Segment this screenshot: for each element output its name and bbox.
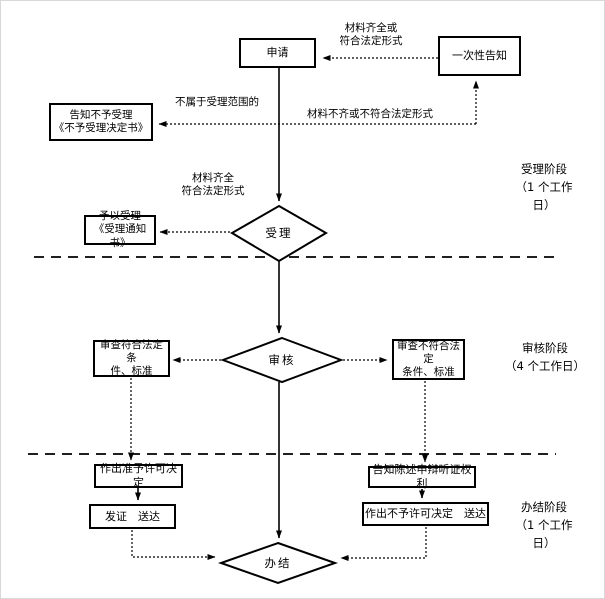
- materials-complete-mid-label: 材料齐全 符合法定形式: [181, 172, 245, 198]
- stage-label-complete: 办结阶段 （1 个工作 日）: [515, 500, 573, 550]
- apply-label: 申请: [266, 46, 289, 60]
- reject-notice-label: 告知不予受理 《不予受理决定书》: [53, 108, 149, 134]
- edge-deny-to-complete: [340, 527, 427, 561]
- grant-decision-label: 作出准予许可决定: [100, 462, 177, 489]
- review-fail-label: 审查不符合法定 条件、标准: [397, 339, 460, 379]
- accept-diamond: [230, 204, 328, 263]
- accept-notice-label: 予以受理 《受理通知书》: [93, 210, 147, 249]
- review-fail-box: 审查不符合法定 条件、标准: [392, 339, 465, 380]
- materials-complete-top-label: 材料齐全或 符合法定形式: [339, 22, 403, 48]
- materials-incomplete-label: 材料不齐或不符合法定形式: [307, 108, 433, 120]
- grant-decision-box: 作出准予许可决定: [94, 462, 183, 489]
- stage-label-accept: 受理阶段 （1 个工作 日）: [515, 162, 573, 212]
- review-diamond-label: 审核: [268, 353, 296, 367]
- review-diamond: [220, 336, 344, 384]
- complete-diamond-label: 办结: [264, 556, 292, 570]
- hearing-rights-label: 告知陈述申辩听证权利: [372, 463, 472, 490]
- deny-decision-label: 作出不予许可决定 送达: [365, 507, 486, 521]
- complete-diamond: [217, 541, 339, 585]
- apply-box: 申请: [239, 38, 316, 68]
- accept-notice-box: 予以受理 《受理通知书》: [84, 210, 156, 249]
- not-in-scope-label: 不属于受理范围的: [175, 96, 259, 108]
- review-pass-label: 审查符合法定条 件、标准: [100, 338, 163, 378]
- hearing-rights-box: 告知陈述申辩听证权利: [368, 463, 476, 490]
- one-time-notice-box: 一次性告知: [438, 36, 521, 76]
- reject-notice-box: 告知不予受理 《不予受理决定书》: [49, 103, 153, 141]
- one-time-notice-label: 一次性告知: [452, 49, 507, 63]
- edge-issue-to-complete: [131, 530, 216, 560]
- stage-label-review: 审核阶段 （4 个工作日）: [505, 341, 585, 373]
- accept-diamond-label: 受理: [265, 226, 293, 240]
- deny-decision-box: 作出不予许可决定 送达: [362, 502, 489, 526]
- issue-deliver-box: 发证 送达: [89, 504, 176, 529]
- review-pass-box: 审查符合法定条 件、标准: [93, 338, 170, 378]
- issue-deliver-label: 发证 送达: [105, 509, 160, 523]
